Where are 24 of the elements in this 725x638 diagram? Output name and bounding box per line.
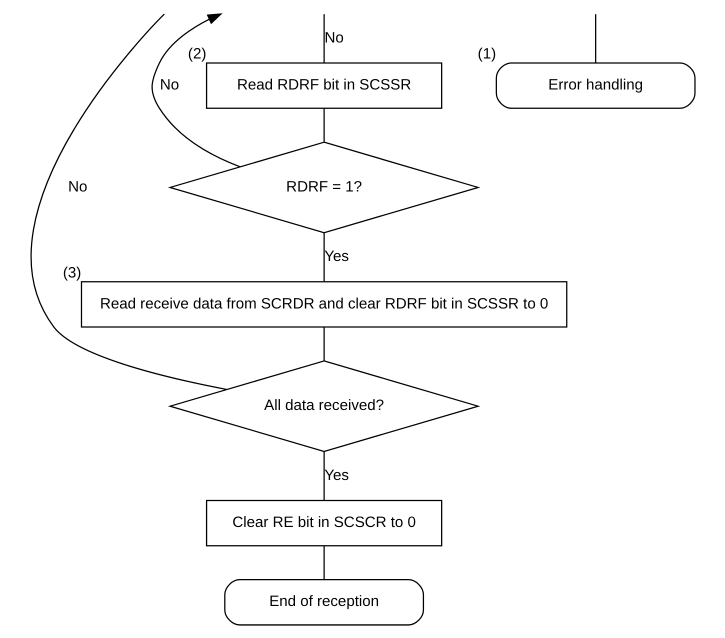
node-box: Error handling <box>495 62 696 109</box>
node-box: Read RDRF bit in SCSSR <box>205 62 442 109</box>
node-diamond: RDRF = 1? <box>167 142 480 234</box>
edge-label: Yes <box>324 248 348 266</box>
edge-label: No <box>324 29 344 46</box>
node-box: Clear RE bit in SCSCR to 0 <box>205 500 442 546</box>
node-box: End of reception <box>224 579 424 626</box>
node-label: (2) <box>187 46 206 63</box>
node-box: Read receive data from SCRDR and clear RDRF bit in SCSSR to 0 <box>80 281 567 328</box>
connector <box>322 14 324 63</box>
connector <box>30 14 226 390</box>
edge-label: No <box>159 76 179 94</box>
node-label: (3) <box>62 264 81 282</box>
edge-label: No <box>68 178 87 196</box>
connector <box>322 108 324 142</box>
connector <box>322 546 324 580</box>
node-label: (1) <box>477 46 496 63</box>
arrow <box>151 13 240 168</box>
connector <box>322 327 324 361</box>
connector <box>594 14 596 63</box>
connector <box>322 452 324 500</box>
node-diamond: All data received? <box>167 360 480 452</box>
edge-label: Yes <box>324 466 348 484</box>
connector <box>322 232 324 282</box>
